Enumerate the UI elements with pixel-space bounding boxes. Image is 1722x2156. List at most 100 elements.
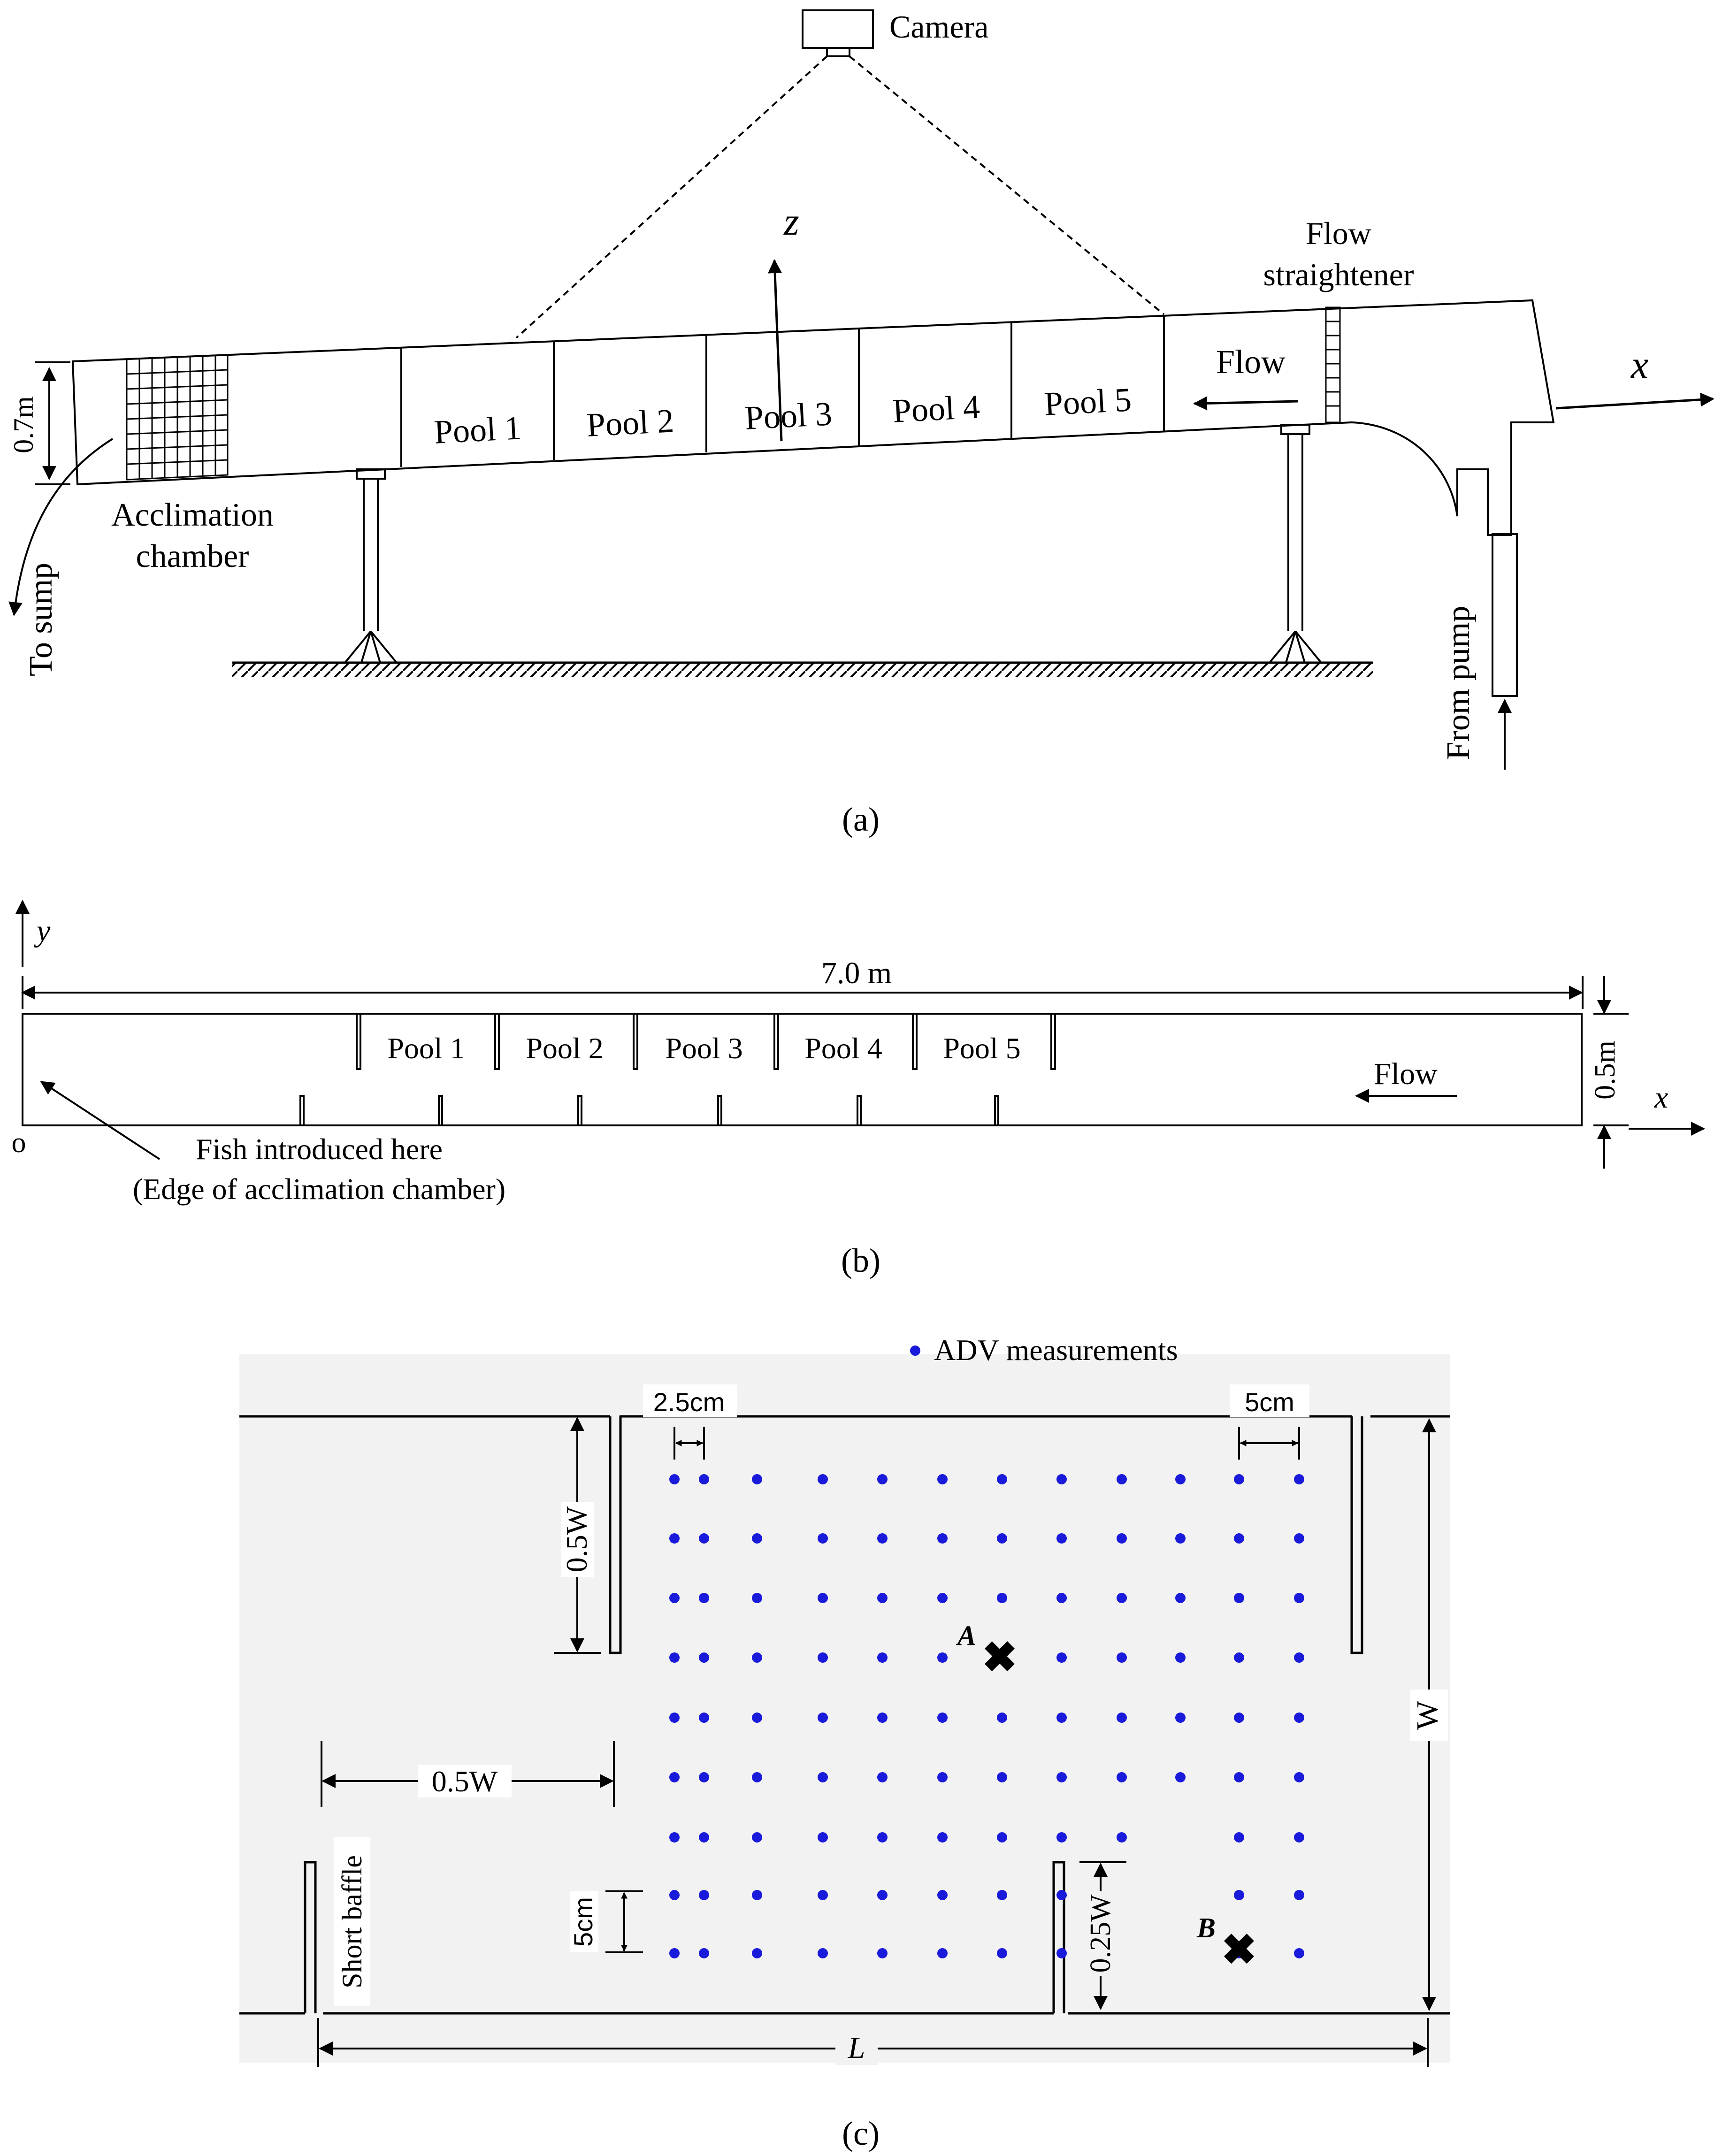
short-baffle-label: Short baffle — [337, 1855, 367, 1988]
height-label: 0.7m — [8, 396, 39, 453]
adv-point — [877, 1948, 888, 1958]
fish-label-line1: Fish introduced here — [196, 1132, 443, 1166]
adv-point — [818, 1474, 828, 1484]
adv-point — [1234, 1533, 1244, 1544]
adv-point — [818, 1890, 828, 1900]
length-label: 7.0 m — [821, 956, 892, 990]
adv-point — [1117, 1832, 1127, 1843]
adv-point — [1294, 1533, 1304, 1544]
cross-A-icon: ✖ — [982, 1635, 1017, 1681]
adv-point — [937, 1593, 948, 1603]
camera-label: Camera — [889, 9, 988, 45]
ground — [232, 661, 1373, 677]
adv-point — [699, 1713, 709, 1723]
pool-3-label-b: Pool 3 — [665, 1032, 742, 1065]
channel-plan — [22, 1013, 1583, 1126]
adv-point — [1117, 1533, 1127, 1544]
adv-point — [997, 1652, 1007, 1663]
adv-point — [877, 1832, 888, 1843]
adv-measurement-grid — [669, 1474, 1304, 1958]
dim-0-5W-horizontal-label: 0.5W — [432, 1765, 498, 1798]
adv-point — [818, 1593, 828, 1603]
panel-a: Camera Pool 1 Pool 2 Pool 3 Pool 4 Pool … — [8, 9, 1714, 838]
acclimation-label-line1: Acclimation — [111, 497, 274, 533]
pool-1-label-b: Pool 1 — [387, 1032, 465, 1065]
adv-point — [818, 1533, 828, 1544]
adv-point — [669, 1948, 680, 1958]
pool-4-label-b: Pool 4 — [804, 1032, 882, 1065]
pool-5-label: Pool 5 — [1043, 381, 1133, 423]
adv-point — [937, 1474, 948, 1484]
caption-b: (b) — [841, 1242, 880, 1279]
x-axis-label-b: x — [1654, 1080, 1668, 1115]
left-support — [344, 468, 398, 664]
adv-point — [699, 1832, 709, 1843]
adv-point — [1175, 1593, 1186, 1603]
fish-pointer-arrow — [40, 1081, 161, 1160]
adv-point — [699, 1948, 709, 1958]
from-pump-label: From pump — [1440, 606, 1477, 760]
adv-point — [1175, 1474, 1186, 1484]
adv-point — [818, 1652, 828, 1663]
adv-point — [818, 1713, 828, 1723]
adv-point — [699, 1652, 709, 1663]
adv-point — [1294, 1948, 1304, 1958]
fish-label-line2: (Edge of acclimation chamber) — [133, 1172, 505, 1206]
flow-label-a: Flow — [1216, 343, 1286, 381]
dim-5cm-left-label: 5cm — [568, 1897, 598, 1947]
y-axis-label-b: y — [34, 914, 51, 948]
adv-point — [1234, 1652, 1244, 1663]
adv-point — [877, 1890, 888, 1900]
flow-label-b: Flow — [1374, 1057, 1438, 1091]
adv-point — [997, 1593, 1007, 1603]
panel-b: y 7.0 m Pool 1 Pool 2 Pool 3 Pool — [12, 900, 1705, 1279]
point-B-label: B — [1196, 1912, 1216, 1943]
adv-point — [937, 1948, 948, 1958]
adv-point — [1056, 1832, 1067, 1843]
adv-point — [1234, 1772, 1244, 1782]
adv-point — [1056, 1772, 1067, 1782]
adv-point — [997, 1832, 1007, 1843]
dim-2-5cm-label: 2.5cm — [653, 1387, 725, 1417]
adv-point — [997, 1948, 1007, 1958]
adv-point — [877, 1713, 888, 1723]
adv-point — [877, 1652, 888, 1663]
adv-point — [997, 1474, 1007, 1484]
adv-point — [937, 1772, 948, 1782]
x-axis-label-a: x — [1630, 343, 1648, 387]
adv-point — [1175, 1652, 1186, 1663]
adv-point — [1234, 1890, 1244, 1900]
adv-point — [877, 1474, 888, 1484]
long-baffles — [609, 1416, 1363, 1654]
adv-point — [669, 1772, 680, 1782]
short-baffles-b — [299, 1095, 999, 1125]
adv-point — [1294, 1593, 1304, 1603]
acclimation-screen — [126, 354, 229, 481]
adv-point — [1056, 1533, 1067, 1544]
dim-5cm-top-label: 5cm — [1245, 1387, 1294, 1417]
adv-point — [937, 1533, 948, 1544]
pool-baffles-b — [356, 1014, 1056, 1070]
x-axis-arrow-a — [1555, 392, 1714, 410]
adv-point — [997, 1890, 1007, 1900]
adv-point — [1056, 1652, 1067, 1663]
adv-point — [818, 1948, 828, 1958]
z-axis-arrow-a — [768, 259, 783, 442]
dim-0-5W-vertical-label: 0.5W — [560, 1506, 593, 1572]
adv-point — [699, 1772, 709, 1782]
adv-point — [1117, 1652, 1127, 1663]
adv-point — [937, 1652, 948, 1663]
adv-point — [1234, 1713, 1244, 1723]
adv-point — [937, 1713, 948, 1723]
adv-point — [1294, 1474, 1304, 1484]
adv-point — [997, 1533, 1007, 1544]
adv-point — [669, 1474, 680, 1484]
to-sump-label: To sump — [23, 563, 59, 676]
pool-4-label: Pool 4 — [892, 388, 981, 430]
adv-point — [752, 1772, 762, 1782]
pool-dividers — [400, 315, 1165, 467]
pool-3-label: Pool 3 — [744, 395, 833, 437]
panel-c-background — [239, 1354, 1450, 2063]
adv-point — [1294, 1652, 1304, 1663]
adv-point — [752, 1593, 762, 1603]
